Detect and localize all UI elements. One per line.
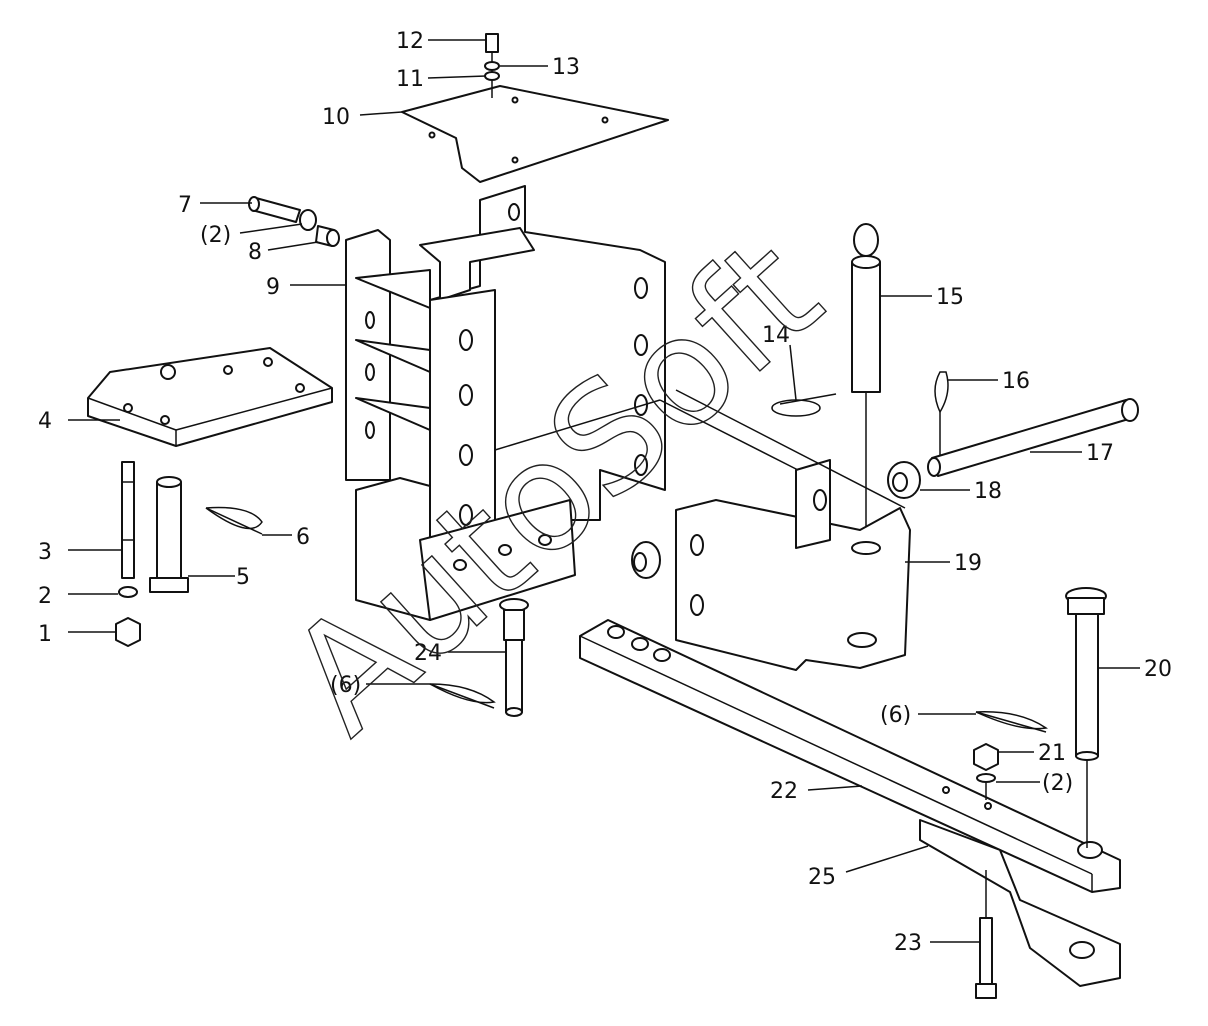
callout-2c: (2) [1042,771,1073,796]
callout-5: 5 [236,565,250,590]
callout-17: 17 [1086,441,1114,466]
part-2-washer-right [976,773,996,800]
part-15-pin [851,223,881,540]
part-20-pin [1065,587,1107,848]
callout-2b: (2) [200,223,231,248]
part-19-bracket [659,389,911,671]
part-4-mounting-plate [87,347,333,447]
leader-lines [68,39,1140,943]
callout-21: 21 [1038,741,1066,766]
callout-8: 8 [248,240,262,265]
callout-labels: 1 2 3 4 5 6 7 (2) 8 9 10 11 12 13 14 15 … [38,29,1172,956]
callout-11: 11 [396,67,424,92]
callout-2: 2 [38,584,52,609]
part-24-pin [499,598,529,717]
part-22-drawbar [579,619,1121,893]
callout-18: 18 [974,479,1002,504]
callout-6c: (6) [330,673,361,698]
part-5-pin [149,476,189,593]
part-18-bushing [887,461,921,499]
callout-10: 10 [322,105,350,130]
part-6-clip-right [975,711,1048,733]
callout-12: 12 [396,29,424,54]
callout-6b: (6) [880,703,911,728]
part-1-nut [115,617,141,647]
callout-13: 13 [552,55,580,80]
callout-20: 20 [1144,657,1172,682]
part-23-bolt [975,870,997,999]
callout-14: 14 [762,323,790,348]
part-9-left-side-plate [345,229,431,481]
callout-16: 16 [1002,369,1030,394]
callout-25: 25 [808,865,836,890]
part-11-washer [484,71,500,81]
callout-23: 23 [894,931,922,956]
callout-7: 7 [178,193,192,218]
part-6-clip [205,506,263,535]
part-2-washer-left [118,586,138,598]
callout-24: 24 [414,641,442,666]
part-3-stud [121,461,135,579]
part-16-clip [934,371,949,460]
callout-9: 9 [266,275,280,300]
part-6-clip-lower [429,683,496,709]
callout-1: 1 [38,622,52,647]
callout-3: 3 [38,540,52,565]
callout-6: 6 [296,525,310,550]
part-25-drop-link [919,819,1121,987]
frame-bushing [631,541,661,579]
part-7-shaft [248,196,301,223]
part-2-washer [299,209,317,231]
part-13-washer [484,61,500,71]
part-8-bushing [315,225,340,247]
main-frame [355,185,666,621]
callout-4: 4 [38,409,52,434]
part-17-shaft [927,398,1139,477]
callout-15: 15 [936,285,964,310]
callout-19: 19 [954,551,982,576]
callout-22: 22 [770,779,798,804]
part-10-cover-plate [401,85,669,183]
part-21-nut [973,743,999,771]
